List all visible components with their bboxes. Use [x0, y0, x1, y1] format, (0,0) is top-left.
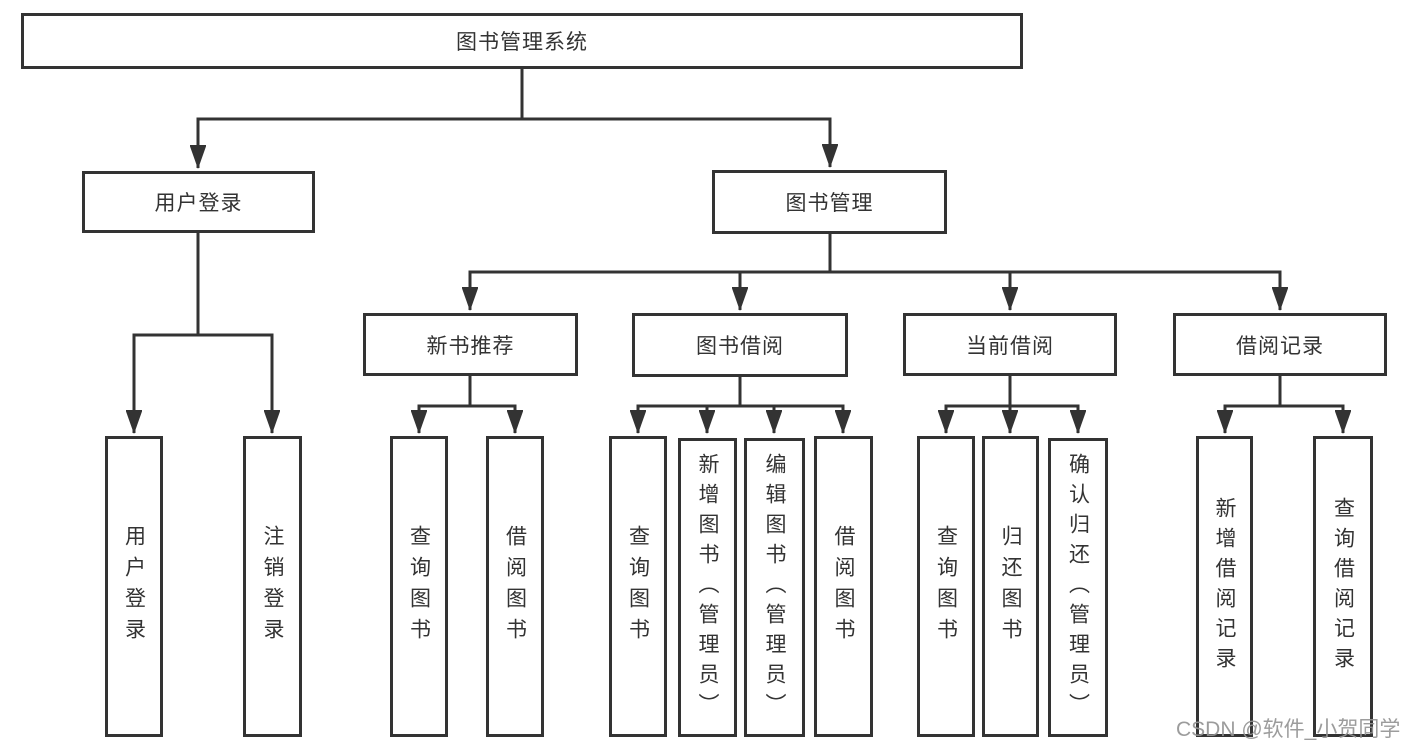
node-root: 图书管理系统: [21, 13, 1023, 69]
leaf-borrow-books-label: 借阅图书: [832, 524, 855, 649]
csdn-watermark: CSDN @软件_小贺同学: [1176, 718, 1401, 741]
leaf-query-borrow-record-label: 查询借阅记录: [1331, 496, 1355, 677]
leaf-query-books-borrow: 查询图书: [609, 436, 667, 737]
leaf-user-login-label: 用户登录: [122, 524, 146, 649]
node-book-management-label: 图书管理: [785, 192, 874, 215]
node-root-label: 图书管理系统: [456, 31, 588, 54]
leaf-add-books-admin: 新增图书（管理员）: [678, 438, 737, 737]
leaf-query-books-borrow-label: 查询图书: [626, 524, 650, 649]
leaf-logout-label: 注销登录: [261, 524, 284, 649]
leaf-query-books-recommend-label: 查询图书: [407, 524, 431, 649]
leaf-add-books-admin-label: 新增图书（管理员）: [696, 452, 719, 723]
leaf-confirm-return-admin: 确认归还（管理员）: [1048, 438, 1108, 737]
leaf-return-books: 归还图书: [982, 436, 1039, 737]
leaf-borrow-books-recommend-label: 借阅图书: [503, 524, 527, 649]
node-borrow-records: 借阅记录: [1173, 313, 1387, 376]
node-book-borrow: 图书借阅: [632, 313, 848, 377]
leaf-confirm-return-admin-label: 确认归还（管理员）: [1066, 452, 1090, 723]
leaf-query-books-recommend: 查询图书: [390, 436, 448, 737]
leaf-borrow-books-recommend: 借阅图书: [486, 436, 544, 737]
leaf-add-borrow-record: 新增借阅记录: [1196, 436, 1253, 737]
leaf-borrow-books: 借阅图书: [814, 436, 873, 737]
node-current-borrow: 当前借阅: [903, 313, 1117, 376]
node-borrow-records-label: 借阅记录: [1236, 334, 1324, 358]
node-book-management: 图书管理: [712, 170, 947, 234]
node-book-borrow-label: 图书借阅: [696, 335, 784, 358]
node-user-login: 用户登录: [82, 171, 315, 233]
leaf-return-books-label: 归还图书: [999, 524, 1022, 649]
node-user-login-label: 用户登录: [154, 192, 243, 215]
leaf-add-borrow-record-label: 新增借阅记录: [1213, 496, 1236, 677]
leaf-query-borrow-record: 查询借阅记录: [1313, 436, 1373, 737]
leaf-query-books-current-label: 查询图书: [934, 524, 958, 649]
leaf-logout: 注销登录: [243, 436, 302, 737]
leaf-edit-books-admin-label: 编辑图书（管理员）: [763, 452, 786, 723]
leaf-edit-books-admin: 编辑图书（管理员）: [744, 438, 805, 737]
node-new-book-recommend: 新书推荐: [363, 313, 578, 376]
leaf-query-books-current: 查询图书: [917, 436, 975, 737]
node-new-book-recommend-label: 新书推荐: [426, 334, 515, 358]
node-current-borrow-label: 当前借阅: [966, 334, 1054, 358]
leaf-user-login: 用户登录: [105, 436, 163, 737]
